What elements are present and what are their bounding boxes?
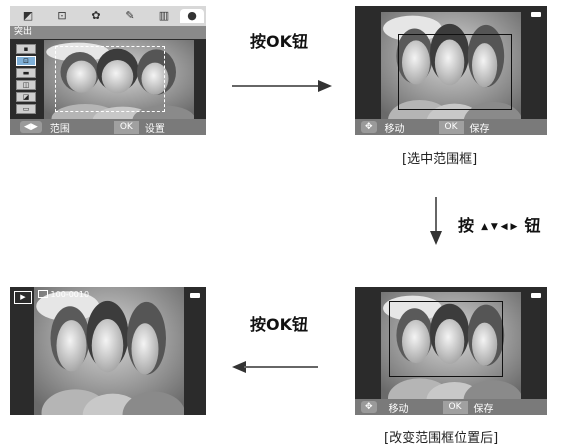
- effect-icon[interactable]: ◪: [16, 92, 36, 102]
- screen-menu-highlight: ◩ ⊡ ✿ ✎ ▥ ● 突出 ▪ ⊡ ▬ ◫ ◪ ▭ ◀▶ 范围 OK 设置: [10, 6, 206, 135]
- folder-icon: [38, 290, 48, 298]
- effect-icon[interactable]: ◫: [16, 80, 36, 90]
- step-press-ok-2: 按OK钮: [250, 315, 309, 334]
- effect-icon[interactable]: ▬: [16, 68, 36, 78]
- tab-face-icon[interactable]: ⊡: [57, 9, 67, 22]
- ok-button[interactable]: OK: [113, 120, 139, 134]
- set-label: 设置: [144, 123, 165, 135]
- playback-mode-icon: ▶: [14, 291, 32, 304]
- step2-suffix: 钮: [524, 216, 541, 235]
- range-frame: [398, 34, 512, 110]
- ok-button[interactable]: OK: [438, 120, 464, 134]
- arrow-right-icon: [232, 80, 332, 92]
- move-label: 移动: [384, 123, 405, 135]
- arrow-down-icon: [430, 197, 442, 245]
- highlight-range-box: [55, 46, 165, 112]
- photo-result: [34, 287, 184, 415]
- tab-palette-icon[interactable]: ✿: [91, 9, 101, 22]
- caption-after-move: [改变范围框位置后]: [384, 431, 499, 446]
- caption-select-box: [选中范围框]: [402, 152, 478, 167]
- step2-text: 按: [458, 216, 475, 235]
- menu-tab-bar: ◩ ⊡ ✿ ✎ ▥ ●: [10, 6, 206, 26]
- battery-icon: [531, 12, 541, 17]
- effect-icon-list: ▪ ⊡ ▬ ◫ ◪ ▭: [16, 42, 42, 116]
- save-label: 保存: [473, 403, 494, 415]
- range-label: 范围: [49, 123, 70, 135]
- effect-icon-selected[interactable]: ⊡: [16, 56, 36, 66]
- step-press-ok-1: 按OK钮: [250, 32, 309, 51]
- effect-icon[interactable]: ▭: [16, 104, 36, 114]
- menu-title: 突出: [10, 26, 206, 39]
- step-press-direction: 按 ▲ ▼ ◀ ▶ 钮: [458, 212, 541, 236]
- status-bar: ◀▶ 范围 OK 设置: [10, 119, 206, 135]
- screen-playback-result: ▶ 100-0010: [10, 287, 206, 415]
- status-bar: ✥ 移动 OK 保存: [355, 119, 547, 135]
- screen-moved-box: ✥ 移动 OK 保存: [355, 287, 547, 415]
- dpad-icon: ✥: [361, 121, 377, 133]
- ok-button[interactable]: OK: [442, 400, 468, 414]
- screen-selected-box: ✥ 移动 OK 保存: [355, 6, 547, 135]
- dpad-icon: ✥: [361, 401, 377, 413]
- battery-icon: [190, 293, 200, 298]
- tab-piano-icon[interactable]: ▥: [158, 9, 170, 22]
- direction-keys-icon: ▲ ▼ ◀ ▶: [481, 222, 518, 232]
- effect-icon[interactable]: ▪: [16, 44, 36, 54]
- left-right-icon: ◀▶: [20, 121, 42, 133]
- tab-camera-icon[interactable]: ●: [180, 9, 204, 23]
- tab-tool-icon[interactable]: ✎: [125, 9, 135, 22]
- battery-icon: [531, 293, 541, 298]
- move-label: 移动: [388, 403, 409, 415]
- status-bar: ✥ 移动 OK 保存: [355, 399, 547, 415]
- save-label: 保存: [469, 123, 490, 135]
- file-number: 100-0010: [50, 290, 90, 299]
- tab-exposure-icon[interactable]: ◩: [22, 9, 34, 22]
- arrow-left-icon: [232, 361, 318, 373]
- file-number-row: 100-0010: [38, 290, 89, 299]
- range-frame: [389, 301, 503, 377]
